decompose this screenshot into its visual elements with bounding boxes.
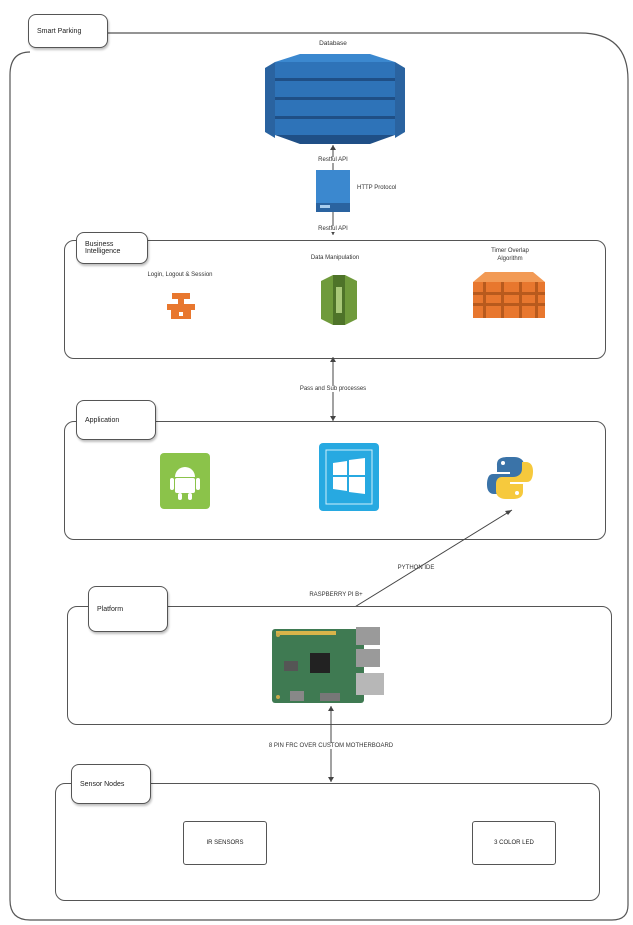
platform-title: Platform <box>97 605 124 613</box>
business-intelligence-tag: Business Intelligence <box>76 232 148 264</box>
http-server-icon <box>316 170 350 212</box>
frc-motherboard-label: 8 PIN FRC OVER CUSTOM MOTHERBOARD <box>268 743 394 749</box>
smart-parking-title: Smart Parking <box>37 27 82 35</box>
ir-sensors-box: IR SENSORS <box>183 821 267 865</box>
sensor-nodes-tag: Sensor Nodes <box>71 764 151 804</box>
platform-tag: Platform <box>88 586 168 632</box>
bi-item-data-label: Data Manipulation <box>310 255 360 261</box>
windows-icon <box>319 443 379 511</box>
color-led-label: 3 COLOR LED <box>494 840 534 846</box>
android-icon <box>160 453 210 509</box>
bi-item-login-label: Login, Logout & Session <box>147 272 213 278</box>
database-icon <box>265 54 405 144</box>
bi-item-algorithm-label: Timer Overlap Algorithm <box>491 248 529 262</box>
lock-service-icon <box>167 293 195 319</box>
business-intelligence-title: Business Intelligence <box>85 241 121 255</box>
python-icon <box>487 457 533 499</box>
raspberry-pi-label: RASPBERRY PI B+ <box>309 592 363 598</box>
color-led-box: 3 COLOR LED <box>472 821 556 865</box>
application-tag: Application <box>76 400 156 440</box>
python-ide-label: PYTHON IDE <box>397 565 435 571</box>
http-protocol-label: HTTP Protocol <box>357 185 397 191</box>
database-label: Database <box>319 40 347 47</box>
restful-api-top-label: Restful API <box>318 157 348 163</box>
smart-parking-tag: Smart Parking <box>28 14 108 48</box>
application-title: Application <box>85 416 120 424</box>
ir-sensors-label: IR SENSORS <box>206 840 244 846</box>
restful-api-bottom-label: Restful API <box>318 226 348 232</box>
pass-subprocess-label: Pass and Sub processes <box>299 386 367 392</box>
data-manipulation-icon <box>321 275 357 325</box>
raspberry-pi-board-icon <box>272 627 384 703</box>
sensor-nodes-title: Sensor Nodes <box>80 780 125 788</box>
algorithm-icon <box>473 272 545 318</box>
